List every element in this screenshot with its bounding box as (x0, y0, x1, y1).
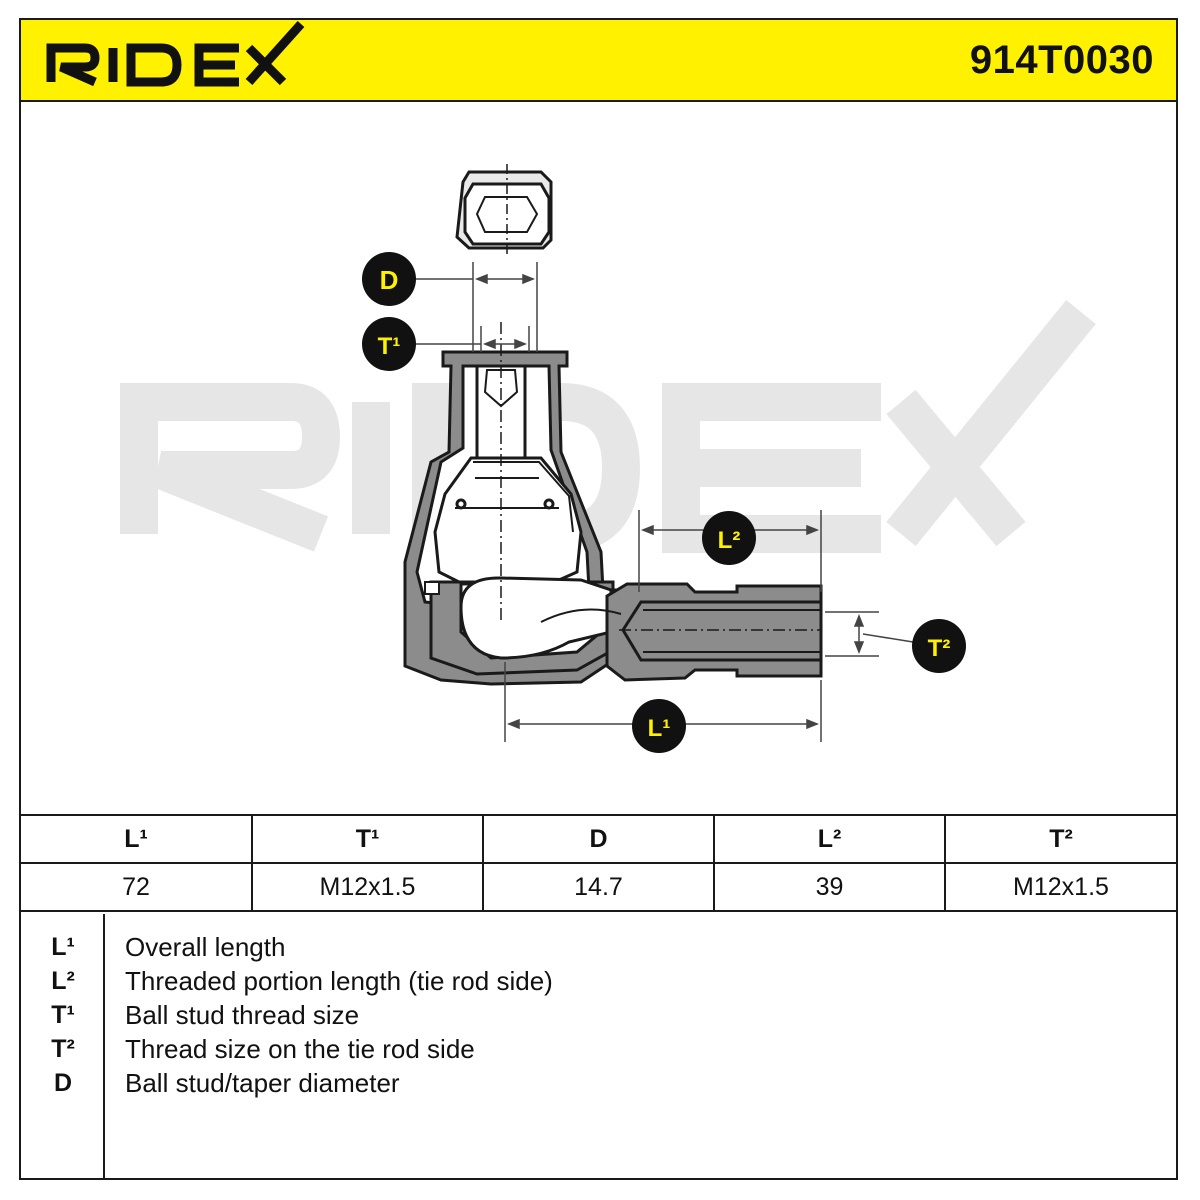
legend-key: D (53, 1069, 73, 1097)
ridex-watermark (120, 300, 1096, 553)
spec-table: L¹ T¹ D L² T² 72 M12x1.5 14.7 39 M12x1.5 (21, 814, 1176, 912)
callout-l2-label: L² (718, 527, 741, 554)
legend-row-t1: T¹ Ball stud thread size (21, 998, 1176, 1032)
spec-table-header-row: L¹ T¹ D L² T² (21, 814, 1176, 864)
value-l2: 39 (713, 862, 946, 912)
legend-row-t2: T² Thread size on the tie rod side (21, 1032, 1176, 1066)
callout-l1: L¹ (632, 699, 686, 753)
legend-key: L¹ (51, 933, 75, 961)
legend-key: T² (51, 1035, 75, 1063)
legend: L¹ Overall length L² Threaded portion le… (21, 914, 1176, 1178)
lock-nut (455, 164, 553, 256)
header-t2: T² (944, 814, 1176, 864)
callout-t2: T² (912, 619, 966, 673)
page-frame: 914T0030 (19, 18, 1178, 1180)
legend-row-l2: L² Threaded portion length (tie rod side… (21, 964, 1176, 998)
callout-l1-label: L¹ (648, 715, 671, 742)
callout-t2-label: T² (928, 635, 951, 662)
legend-row-d: D Ball stud/taper diameter (21, 1066, 1176, 1100)
legend-key: L² (51, 967, 75, 995)
callout-t1: T¹ (362, 317, 416, 371)
legend-key: T¹ (51, 1001, 75, 1029)
header-l2: L² (713, 814, 946, 864)
legend-desc: Threaded portion length (tie rod side) (125, 966, 553, 996)
header-d: D (482, 814, 715, 864)
value-t1: M12x1.5 (251, 862, 484, 912)
legend-row-l1: L¹ Overall length (21, 930, 1176, 964)
dimension-lines (413, 262, 914, 742)
tie-rod-end-diagram: D T¹ L² T² L¹ (120, 164, 1096, 753)
header-t1: T¹ (251, 814, 484, 864)
tie-rod-arm (540, 582, 823, 682)
housing (403, 322, 619, 686)
ridex-logo (46, 20, 305, 87)
value-t2: M12x1.5 (944, 862, 1176, 912)
legend-desc: Ball stud thread size (125, 1000, 360, 1030)
part-number: 914T0030 (969, 38, 1154, 82)
callout-t1-label: T¹ (378, 333, 401, 360)
legend-desc: Ball stud/taper diameter (125, 1068, 400, 1098)
value-l1: 72 (21, 862, 253, 912)
legend-divider (103, 914, 105, 1178)
legend-desc: Thread size on the tie rod side (125, 1034, 475, 1064)
legend-desc: Overall length (125, 932, 286, 962)
header-bar: 914T0030 (21, 20, 1176, 102)
header-l1: L¹ (21, 814, 253, 864)
spec-table-value-row: 72 M12x1.5 14.7 39 M12x1.5 (21, 862, 1176, 912)
value-d: 14.7 (482, 862, 715, 912)
callout-l2: L² (702, 511, 756, 565)
callout-d: D (362, 252, 416, 306)
callout-d-label: D (380, 265, 399, 295)
